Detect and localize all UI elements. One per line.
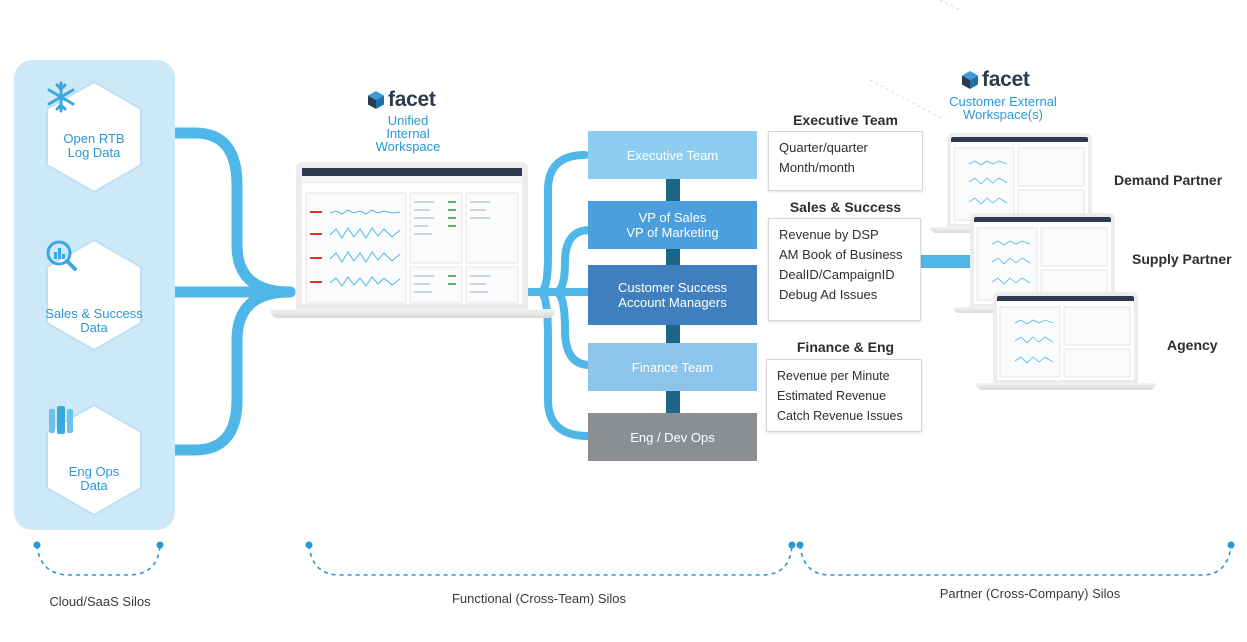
partner-supply: Supply Partner: [1132, 251, 1232, 267]
partner-agency: Agency: [1167, 337, 1218, 353]
external-facet-logo: facet: [962, 68, 1030, 92]
flow-line-exec: [526, 151, 589, 296]
bracket-partner: [799, 544, 1232, 576]
info-box-executive: Quarter/quarter Month/month: [768, 131, 923, 191]
silo-label-functional: Functional (Cross-Team) Silos: [451, 591, 627, 606]
snowflake-icon: [47, 81, 75, 113]
info-title-executive: Executive Team: [793, 112, 898, 128]
flow-line-finance: [526, 288, 594, 369]
data-stack-icon: [49, 406, 73, 434]
team-finance: Finance Team: [588, 343, 757, 391]
flow-line-eng: [526, 288, 592, 440]
external-laptop-agency: [993, 292, 1138, 384]
facet-wordmark: facet: [982, 68, 1030, 91]
facet-wordmark: facet: [388, 88, 436, 111]
internal-workspace-laptop-base: [270, 309, 556, 318]
search-chart-icon: [46, 240, 77, 271]
internal-facet-logo: facet: [368, 88, 436, 112]
facet-cube-icon: [962, 71, 978, 89]
info-title-finance-eng: Finance & Eng: [796, 339, 895, 355]
bracket-cloud: [36, 544, 161, 576]
internal-workspace-caption: Unified Internal Workspace: [375, 113, 441, 154]
external-connector: [921, 255, 973, 268]
bracket-functional: [308, 544, 793, 576]
internal-workspace-laptop-screen: [296, 162, 528, 310]
dashboard-preview: [305, 192, 519, 304]
info-box-finance-eng: Revenue per Minute Estimated Revenue Cat…: [766, 359, 922, 432]
facet-cube-icon: [368, 91, 384, 109]
info-box-sales-success: Revenue by DSP AM Book of Business DealI…: [768, 218, 921, 321]
partner-demand: Demand Partner: [1114, 172, 1223, 188]
external-workspace-caption: Customer External Workspace(s): [949, 94, 1057, 122]
team-executive: Executive Team: [588, 131, 757, 179]
silo-label-cloud: Cloud/SaaS Silos: [49, 594, 151, 609]
team-eng-dev-ops: Eng / Dev Ops: [588, 413, 757, 461]
silo-label-partner: Partner (Cross-Company) Silos: [939, 586, 1121, 601]
flow-line-sales: [526, 226, 594, 296]
flow-line-eng-ops: [144, 286, 296, 456]
info-title-sales-success: Sales & Success: [789, 199, 902, 215]
